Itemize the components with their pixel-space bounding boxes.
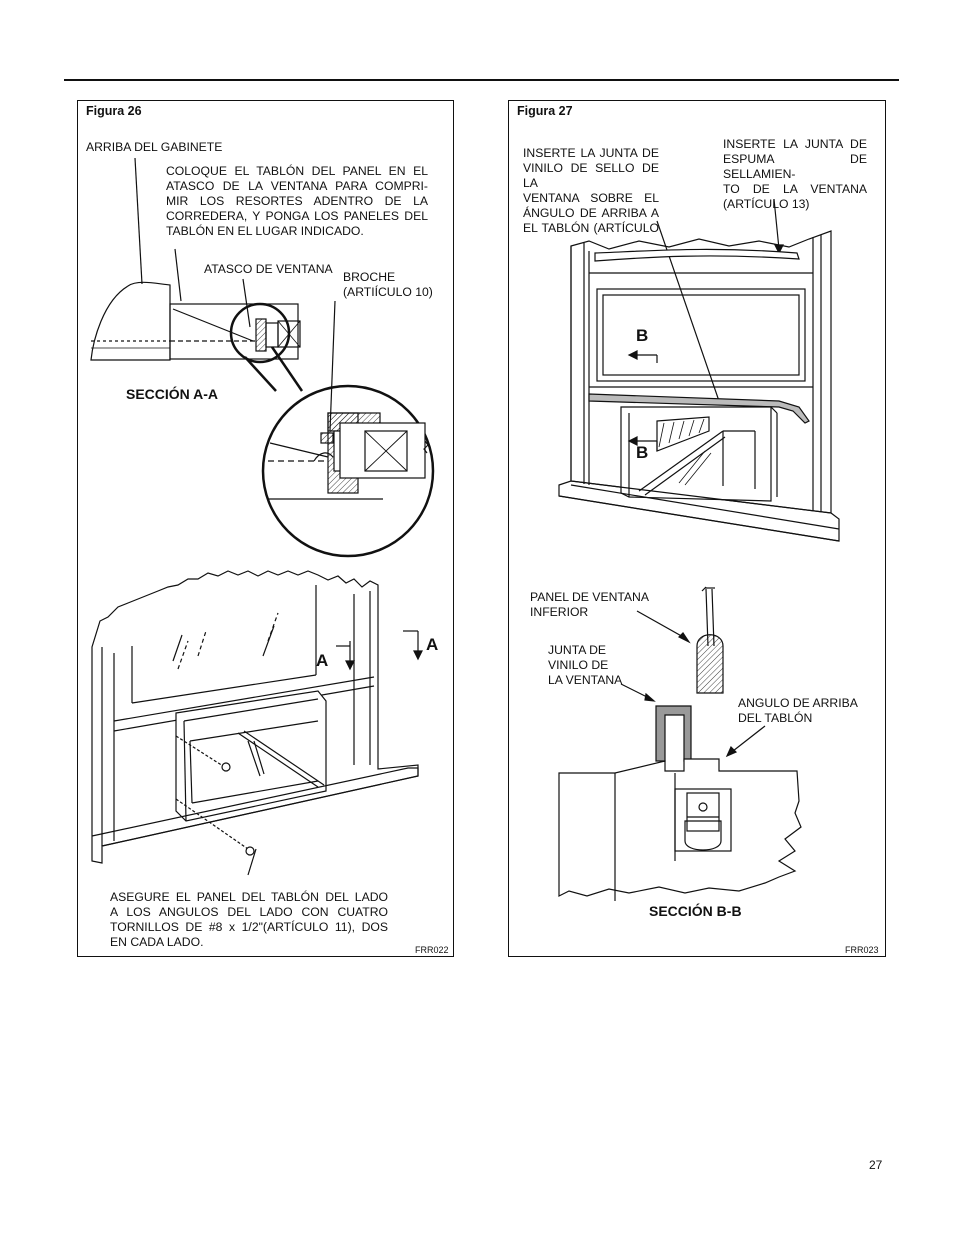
instruction-line: A LOS ANGULOS DEL LADO CON CUATRO <box>110 905 388 919</box>
label-clip-line: (ARTIÍCULO 10) <box>343 285 433 299</box>
label-window-jam: ATASCO DE VENTANA <box>204 262 333 276</box>
figure-26-title: Figura 26 <box>86 104 142 118</box>
marker-a-left: A <box>316 651 329 670</box>
instruction-line: COLOQUE EL TABLÓN DEL PANEL EN EL <box>166 164 428 178</box>
label-line: ANGULO DE ARRIBA <box>738 696 858 710</box>
label-line: INSERTE LA JUNTA DE <box>723 137 867 151</box>
figure-code-27: FRR023 <box>845 945 879 955</box>
label-window-gasket: JUNTA DE VINILO DE LA VENTANA <box>548 643 622 688</box>
label-line: VINILO DE <box>548 658 609 672</box>
fastening-instructions: ASEGURE EL PANEL DEL TABLÓN DEL LADO A L… <box>110 890 388 950</box>
label-line: VINILO DE SELLO DE LA <box>523 161 659 190</box>
label-top-angle: ANGULO DE ARRIBA DEL TABLÓN <box>738 696 858 726</box>
label-line: ÁNGULO DE ARRIBA A <box>523 206 659 220</box>
label-line: (ARTÍCULO 13) <box>723 197 810 211</box>
figure-27-panel: Figura 27 INSERTE LA JUNTA DE VINILO DE … <box>508 100 886 957</box>
label-vinyl-seal: INSERTE LA JUNTA DE VINILO DE SELLO DE L… <box>523 146 659 236</box>
marker-b-top: B <box>636 326 649 345</box>
label-line: TO DE LA VENTANA <box>723 182 867 196</box>
page-number: 27 <box>869 1158 883 1172</box>
instruction-block-26: COLOQUE EL TABLÓN DEL PANEL EN EL ATASCO… <box>166 164 428 239</box>
label-line: EL TABLÓN (ARTÍCULO <box>523 221 659 235</box>
figure-27-illustration <box>558 198 840 901</box>
figure-26-illustration <box>90 157 435 876</box>
section-b-b-label: SECCIÓN B-B <box>649 903 742 919</box>
label-line: INFERIOR <box>530 605 589 619</box>
figure-27-title: Figura 27 <box>517 104 573 118</box>
label-line: LA VENTANA <box>548 673 623 687</box>
label-line: ESPUMA DE SELLAMIEN- <box>723 152 867 181</box>
label-line: INSERTE LA JUNTA DE <box>523 146 659 160</box>
section-a-a-label: SECCIÓN A-A <box>126 386 219 402</box>
instruction-line: TABLÓN EN EL LUGAR INDICADO. <box>166 224 364 238</box>
instruction-line: ASEGURE EL PANEL DEL TABLÓN DEL LADO <box>110 890 388 904</box>
label-clip: BROCHE (ARTIÍCULO 10) <box>343 270 433 300</box>
instruction-line: ATASCO DE LA VENTANA PARA COMPRI- <box>166 179 428 193</box>
label-line: PANEL DE VENTANA <box>530 590 649 604</box>
label-cabinet-top: ARRIBA DEL GABINETE <box>86 140 223 154</box>
label-foam-seal: INSERTE LA JUNTA DE ESPUMA DE SELLAMIEN-… <box>723 137 867 212</box>
marker-a-right: A <box>426 635 439 654</box>
label-line: DEL TABLÓN <box>738 711 813 725</box>
label-lower-panel: PANEL DE VENTANA INFERIOR <box>530 590 649 620</box>
instruction-line: MIR LOS RESORTES ADENTRO DE LA <box>166 194 428 208</box>
header-rule <box>64 79 899 81</box>
label-line: JUNTA DE <box>548 643 607 657</box>
marker-b-bottom: B <box>636 443 649 462</box>
label-line: VENTANA SOBRE EL <box>523 191 659 205</box>
figure-code-26: FRR022 <box>415 945 449 955</box>
instruction-line: TORNILLOS DE #8 x 1/2"(ARTÍCULO 11), DOS <box>110 920 388 934</box>
figure-26-panel: Figura 26 ARRIBA DEL GABINETE COLOQUE EL… <box>77 100 454 957</box>
label-clip-line: BROCHE <box>343 270 396 284</box>
instruction-line: CORREDERA, Y PONGA LOS PANELES DEL <box>166 209 428 223</box>
instruction-line: EN CADA LADO. <box>110 935 204 949</box>
